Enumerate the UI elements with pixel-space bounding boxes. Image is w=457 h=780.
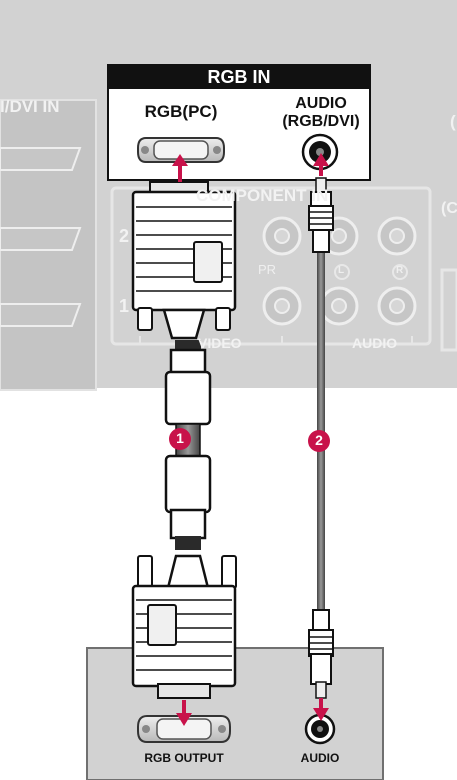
left-channel-label: L [338, 265, 345, 276]
audio-rgb-dvi-label: AUDIO (RGB/DVI) [266, 95, 376, 131]
audio-rgb-dvi-jack [301, 133, 339, 171]
hdmi-port [0, 147, 82, 171]
callout-2: 2 [315, 432, 323, 448]
callout-1-badge [169, 428, 191, 450]
edge-label-top: ( [450, 112, 456, 131]
audio-label-line2: (RGB/DVI) [282, 113, 360, 130]
pr-label: PR [258, 262, 277, 277]
edge-label-mid: (C [441, 200, 457, 217]
row-2-label: 2 [119, 226, 130, 246]
rgb-in-titlebar [108, 65, 370, 89]
hdmi-ports [0, 147, 82, 327]
arrow-audio-out [313, 698, 329, 721]
component-jacks [262, 216, 417, 326]
component-audio-label: AUDIO [352, 335, 398, 351]
arrow-rgb-in [172, 154, 188, 182]
vga-connector-top [131, 181, 237, 340]
rgb-cable [164, 340, 212, 550]
rca-plug-top [308, 177, 334, 253]
hdmi-port [0, 303, 82, 327]
arrow-audio-in [313, 153, 329, 176]
rca-plug-bottom [308, 609, 334, 699]
hdmi-port [0, 227, 82, 251]
rgb-pc-port [137, 137, 225, 163]
rgb-output-port [137, 715, 231, 743]
row-1-label: 1 [119, 296, 130, 316]
audio-label-line1: AUDIO [295, 95, 347, 112]
component-in-label: COMPONENT IN [196, 186, 329, 205]
callout-2-badge [308, 430, 330, 452]
arrow-rgb-out [176, 700, 192, 726]
right-channel-label: R [396, 265, 404, 276]
audio-output-label: AUDIO [300, 751, 340, 765]
side-section [440, 268, 457, 352]
component-small-circles [334, 264, 408, 280]
callout-1: 1 [176, 430, 184, 446]
video-label: VIDEO [198, 335, 242, 351]
rgb-in-title: RGB IN [207, 67, 271, 87]
rgb-output-label: RGB OUTPUT [144, 751, 224, 765]
rgb-pc-label: RGB(PC) [144, 102, 218, 121]
hdmi-label: I/DVI IN [0, 97, 60, 116]
vga-connector-bottom [131, 554, 237, 699]
